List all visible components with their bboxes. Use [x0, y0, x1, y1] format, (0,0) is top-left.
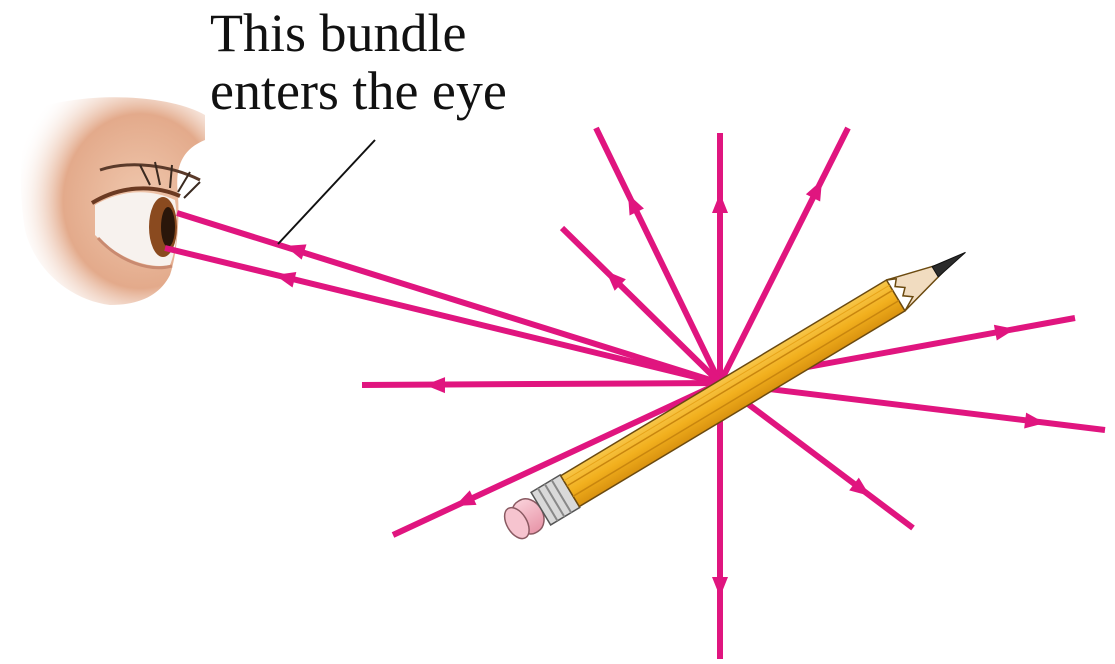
arrow-up — [712, 193, 728, 213]
arrow-up-right — [806, 176, 829, 201]
pencil-icon — [498, 237, 975, 545]
eye-icon — [21, 97, 205, 305]
arrow-right-lower — [1024, 413, 1046, 431]
arrow-down — [712, 577, 728, 597]
ray-left — [362, 383, 720, 385]
ray-to-eye-upper — [177, 213, 720, 383]
arrow-lower-left — [452, 490, 477, 513]
caption-line-1: This bundle — [210, 4, 507, 62]
arrow-left — [425, 377, 445, 393]
ray-up-left — [596, 128, 720, 383]
ray-to-eye-lower — [165, 248, 720, 383]
caption-line-2: enters the eye — [210, 62, 507, 120]
caption: This bundle enters the eye — [210, 4, 507, 120]
arrow-up-left — [621, 190, 644, 215]
caption-leader-line — [278, 140, 375, 244]
